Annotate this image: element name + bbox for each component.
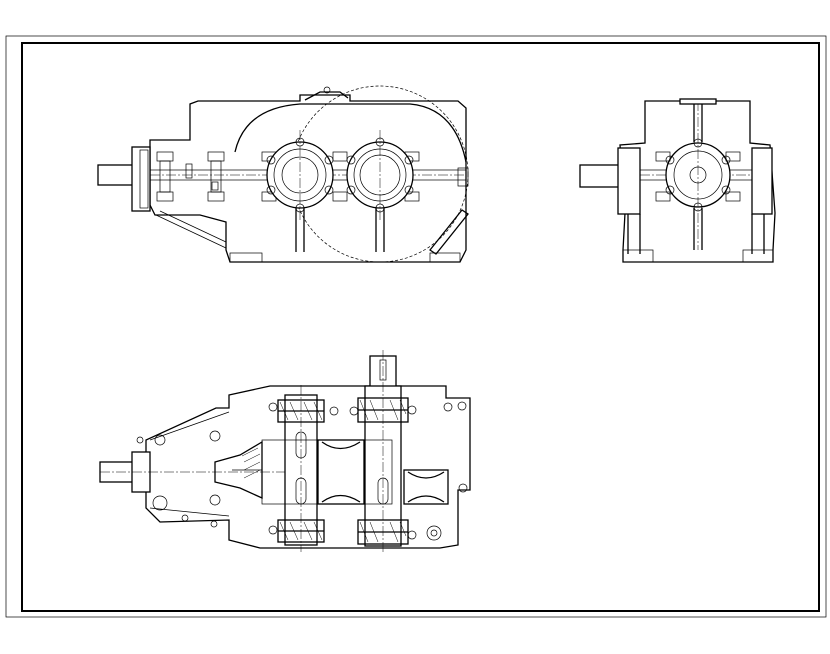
front-elevation-view bbox=[97, 85, 469, 263]
inner-border bbox=[21, 42, 820, 612]
plan-section-view bbox=[99, 350, 471, 552]
outer-border bbox=[5, 35, 827, 618]
side-elevation-view bbox=[579, 98, 776, 263]
